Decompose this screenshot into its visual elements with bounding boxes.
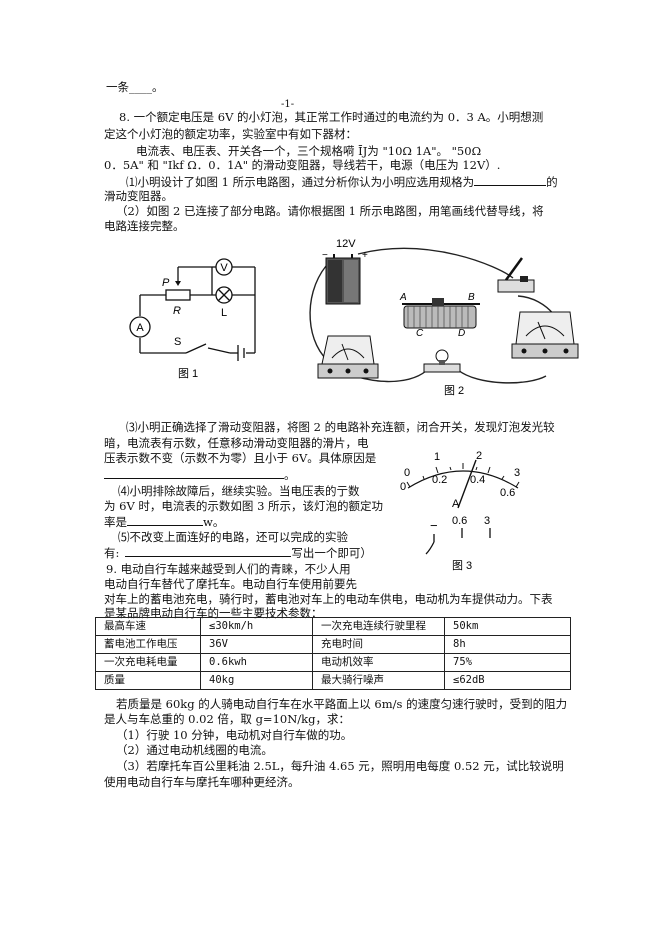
figure-3-ammeter-dial: 0 1 2 3 0 0.2 0.4 0.6 A − 0.6 3 图 3: [400, 450, 520, 572]
lamp-device: [423, 349, 461, 373]
table-cell: 50km: [444, 617, 571, 636]
q9-line-8: （2）通过电动机线圈的电流。: [116, 743, 273, 757]
rheostat-terminal-a: A: [399, 292, 407, 303]
figure-2-apparatus: 12V − + A B C D: [309, 238, 579, 397]
spec-table: 最高车速 ≤30km/h 一次充电连续行驶里程 50km 蓄电池工作电压 36V…: [95, 617, 571, 690]
q8-line-1: 8. 一个额定电压是 6V 的小灯泡，其正常工作时通过的电流约为 0．3 A。小…: [119, 110, 544, 124]
figure-2-caption: 图 2: [444, 384, 464, 397]
table-row: 一次充电耗电量 0.6kwh 电动机效率 75%: [95, 653, 571, 672]
q8-line-14: 为 6V 时，电流表的示数如图 3 所示，该灯泡的额定功: [104, 499, 384, 513]
q9-line-3: 对车上的蓄电池充电，骑行时，蓄电池对车上的电动车供电，电动机为车提供动力。下表: [104, 592, 553, 606]
figure-3-caption: 图 3: [452, 559, 472, 572]
table-row: 质量 40kg 最大骑行噪声 ≤62dB: [95, 671, 571, 690]
q8-line-17: 有:写出一个即可）: [104, 545, 372, 560]
table-cell: ≤62dB: [444, 671, 571, 690]
q9-line-5: 若质量是 60kg 的人骑电动自行车在水平路面上以 6m/s 的速度匀速行驶时，…: [116, 697, 568, 711]
q8-line-11: 压表示数不变（示数不为零）且小于 6V。具体原因是: [104, 451, 377, 465]
q8-line-9: ⑶小明正确选择了滑动变阻器，将图 2 的电路补充连额，闭合开关，发现灯泡发光较: [126, 420, 555, 434]
table-cell: 36V: [200, 635, 313, 654]
voltmeter-device: [511, 311, 579, 359]
terminal-minus: −: [430, 518, 438, 533]
q9-line-9: （3）若摩托车百公里耗油 2.5L，每升油 4.65 元，照明用电每度 0.52…: [116, 759, 564, 773]
table-cell: 质量: [95, 671, 201, 690]
table-cell: 一次充电连续行驶里程: [312, 617, 445, 636]
table-cell: 一次充电耗电量: [95, 653, 201, 672]
dial-top-2: 2: [476, 450, 482, 462]
q8-line-10: 暗，电流表有示数，任意移动滑动变阻器的滑片，电: [104, 436, 369, 450]
dial-bottom-0: 0: [400, 481, 406, 493]
q8-line-3: 电流表、电压表、开关各一个，三个规格嗬 ĪJ为 "10Ω 1A"。 "50Ω: [136, 144, 482, 158]
answer-blank-4[interactable]: [125, 545, 292, 557]
q8-line-8: 电路连接完整。: [104, 219, 185, 233]
dial-top-1: 1: [434, 451, 440, 463]
q8-line-12: 。: [104, 467, 296, 483]
q8-line-2: 定这个小灯泡的额定功率，实验室中有如下器材：: [104, 127, 357, 141]
rheostat-terminal-b: B: [468, 292, 475, 303]
intro-line: 一条____。: [106, 80, 164, 94]
rheostat-terminal-d: D: [458, 328, 465, 339]
table-cell: ≤30km/h: [200, 617, 313, 636]
terminal-06: 0.6: [452, 515, 467, 527]
q8-line-13: ⑷小明排除故障后，继续实验。当电压表的亍数: [118, 484, 360, 498]
q8-line-6: 滑动变阻器。: [104, 189, 173, 203]
knife-switch: [497, 257, 535, 293]
answer-blank-1[interactable]: [474, 174, 547, 186]
rheostat: [402, 298, 480, 329]
dial-bottom-04: 0.4: [470, 474, 485, 486]
battery-minus-label: −: [322, 250, 328, 261]
table-cell: 蓄电池工作电压: [95, 635, 201, 654]
table-cell: 75%: [444, 653, 571, 672]
answer-blank-2[interactable]: [104, 467, 284, 479]
dial-bottom-02: 0.2: [432, 474, 447, 486]
table-cell: 8h: [444, 635, 571, 654]
table-cell: 充电时间: [312, 635, 445, 654]
battery-voltage-label: 12V: [336, 238, 356, 250]
table-cell: 电动机效率: [312, 653, 445, 672]
figure-1-caption: 图 1: [178, 367, 198, 380]
q8-line-16: ⑸不改变上面连好的电路，还可以完成的实验: [118, 530, 348, 544]
figure-1-circuit: V A P R L S 图 1: [129, 258, 256, 380]
dial-top-0: 0: [404, 467, 410, 479]
q9-line-1: 9. 电动自行车越来越受到人们的青睐，不少人用: [106, 562, 351, 576]
answer-blank-3[interactable]: [127, 514, 203, 526]
terminal-3: 3: [484, 515, 490, 527]
battery-12v: [325, 254, 361, 305]
lamp-label-l: L: [221, 307, 227, 319]
voltmeter-label: V: [220, 262, 228, 274]
page-number: -1-: [281, 99, 295, 110]
rheostat-terminal-c: C: [416, 328, 424, 339]
battery-plus-label: +: [362, 250, 368, 261]
ammeter-label: A: [136, 322, 144, 334]
q9-line-6: 是人与车总重的 0.02 倍，取 g=10N/kg，求：: [104, 712, 350, 726]
q9-line-10: 使用电动自行车与摩托车哪种更经济。: [104, 775, 300, 789]
table-cell: 最高车速: [95, 617, 201, 636]
q8-line-4: 0．5A" 和 "Ikf Ω．0．1A" 的滑动变阻器，导线若干，电源（电压为 …: [104, 158, 501, 172]
q9-line-4: 是某品牌电动自行车的一些主要技术参数：: [104, 606, 323, 620]
ammeter-device: [317, 335, 379, 379]
table-row: 最高车速 ≤30km/h 一次充电连续行驶里程 50km: [95, 617, 571, 636]
slider-label-p: P: [162, 277, 170, 289]
dial-top-3: 3: [514, 467, 520, 479]
q8-line-5: ⑴小明设计了如图 1 所示电路图，通过分析你认为小明应选用规格为的: [126, 174, 558, 189]
rheostat-label-r: R: [173, 305, 181, 317]
table-row: 蓄电池工作电压 36V 充电时间 8h: [95, 635, 571, 654]
q8-line-7: （2）如图 2 已连接了部分电路。请你根据图 1 所示电路图，用笔画线代替导线，…: [116, 204, 544, 218]
table-cell: 0.6kwh: [200, 653, 313, 672]
q9-line-7: （1）行驶 10 分钟，电动机对自行车做的功。: [116, 728, 353, 742]
dial-bottom-06: 0.6: [500, 487, 515, 499]
q9-line-2: 电动自行车替代了摩托车。电动自行车使用前要先: [104, 577, 357, 591]
table-cell: 40kg: [200, 671, 313, 690]
switch-label-s: S: [174, 336, 181, 348]
table-cell: 最大骑行噪声: [312, 671, 445, 690]
dial-unit: A: [452, 498, 460, 510]
